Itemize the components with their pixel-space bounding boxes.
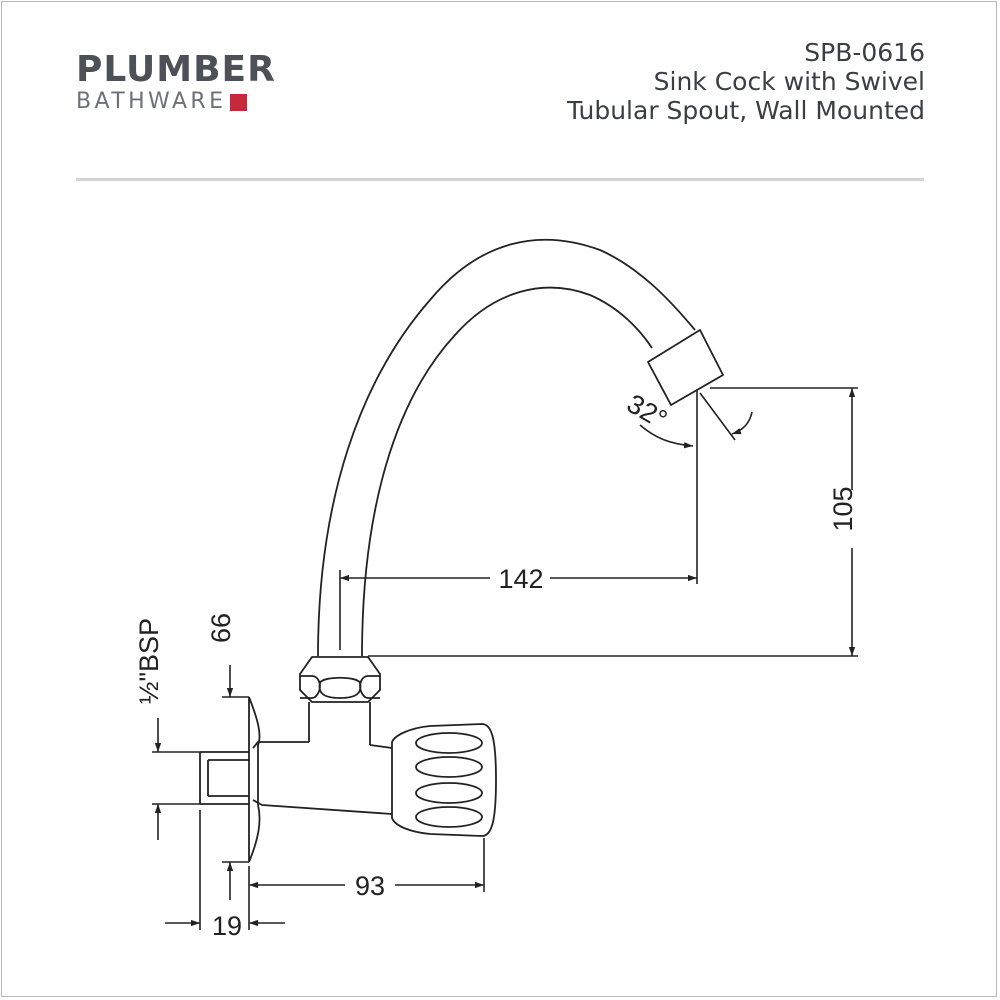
handle-groove-4 bbox=[415, 806, 483, 828]
handle-groove-2 bbox=[415, 756, 483, 778]
brand-tagline: BATHWARE bbox=[76, 89, 227, 114]
brand-logo: PLUMBER BATHWARE bbox=[76, 50, 276, 114]
header-divider bbox=[76, 178, 924, 181]
angle-arc-right bbox=[731, 411, 753, 435]
threaded-inlet bbox=[199, 751, 249, 805]
brand-name: PLUMBER bbox=[76, 49, 276, 90]
dim-label-flange: 19 bbox=[212, 911, 242, 941]
dim-label-center: 66 bbox=[206, 613, 236, 643]
dim-label-thread: ½"BSP bbox=[134, 618, 164, 704]
angle-ray bbox=[699, 392, 736, 441]
product-name-line2: Tubular Spout, Wall Mounted bbox=[567, 96, 925, 125]
wall-flange bbox=[248, 696, 261, 863]
dim-label-depth: 93 bbox=[355, 871, 385, 901]
dim-label-height: 105 bbox=[828, 486, 858, 531]
hex-nut-faces bbox=[300, 675, 380, 699]
valve-body bbox=[252, 741, 393, 815]
dim-label-angle: 32° bbox=[622, 388, 672, 434]
spout-inner-curve bbox=[361, 286, 653, 657]
hex-nut bbox=[299, 656, 381, 703]
product-code: SPB-0616 bbox=[804, 38, 925, 67]
valve-neck bbox=[308, 702, 371, 745]
angle-arc-left bbox=[639, 424, 694, 449]
title-block: SPB-0616 Sink Cock with Swivel Tubular S… bbox=[567, 38, 925, 125]
handle-outline bbox=[391, 723, 497, 837]
dim-label-reach: 142 bbox=[498, 564, 543, 594]
brand-accent-square bbox=[230, 93, 248, 111]
spout-outer-curve bbox=[317, 238, 696, 657]
aerator-nozzle bbox=[647, 329, 724, 406]
brand-tagline-row: BATHWARE bbox=[76, 90, 276, 114]
handle-groove-1 bbox=[415, 732, 483, 754]
handle-groove-3 bbox=[415, 782, 483, 804]
product-name-line1: Sink Cock with Swivel bbox=[653, 67, 925, 96]
